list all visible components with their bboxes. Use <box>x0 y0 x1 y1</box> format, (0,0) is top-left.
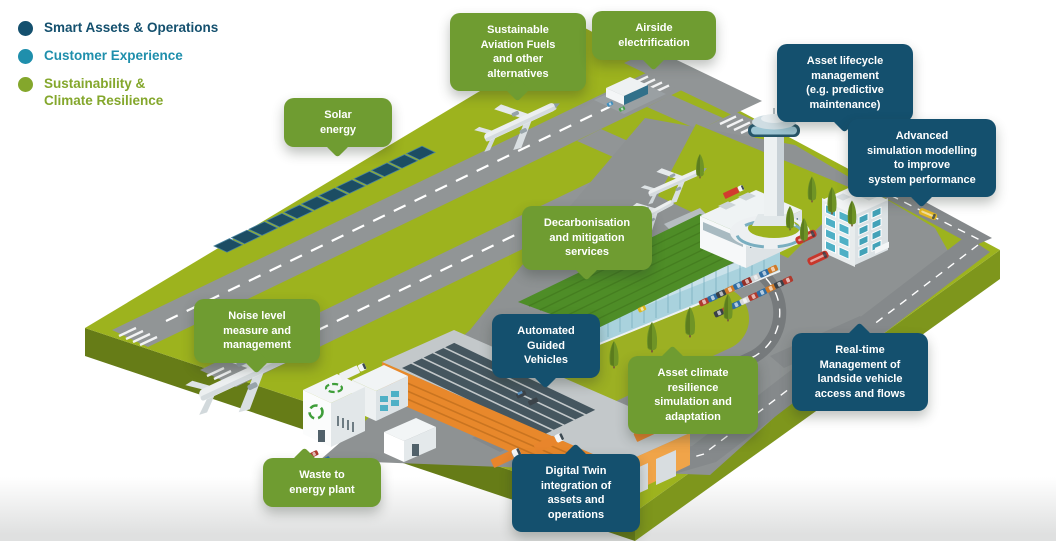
legend-label: Sustainability & Climate Resilience <box>44 75 164 108</box>
smart-assets-dot-icon <box>18 21 33 36</box>
automated-guided-vehicle-carts <box>515 390 539 406</box>
legend-label: Smart Assets & Operations <box>44 20 219 35</box>
callout-text: Sustainable Aviation Fuels and other alt… <box>480 24 556 80</box>
legend-item-customer-experience: Customer Experience <box>18 48 218 65</box>
callout-automated-guided-vehicles: Automated Guided Vehicles <box>492 314 600 389</box>
recycling-facility <box>303 365 408 447</box>
callout-realtime-landside: Real-time Management of landside vehicle… <box>792 322 928 412</box>
callout-text: Advanced simulation modelling to improve… <box>866 130 977 186</box>
legend: Smart Assets & Operations Customer Exper… <box>18 20 218 110</box>
callout-waste-to-energy: Waste to energy plant <box>263 447 381 508</box>
callout-solar-energy: Solar energy <box>284 98 392 158</box>
callout-text: Digital Twin integration of assets and o… <box>540 465 612 521</box>
airside-electrification-station <box>594 77 666 114</box>
legend-item-smart-assets: Smart Assets & Operations <box>18 20 218 37</box>
callout-text: Solar energy <box>319 109 357 136</box>
callout-text: Real-time Management of landside vehicle… <box>814 344 906 400</box>
callout-text: Waste to energy plant <box>289 469 355 496</box>
office-building <box>822 185 889 267</box>
callout-advanced-simulation: Advanced simulation modelling to improve… <box>848 119 996 208</box>
control-tower <box>722 108 810 249</box>
callout-text: Asset lifecycle management (e.g. predict… <box>806 55 884 111</box>
vehicles <box>309 207 938 473</box>
solar-panel-array <box>213 145 436 253</box>
runway-1 <box>112 72 684 347</box>
callout-noise-level: Noise level measure and management <box>194 299 320 374</box>
callout-decarbonisation: Decarbonisation and mitigation services <box>522 206 652 281</box>
callout-text: Noise level measure and management <box>223 310 291 352</box>
callout-sustainable-aviation-fuels: Sustainable Aviation Fuels and other alt… <box>450 13 586 102</box>
callout-airside-electrification: Airside electrification <box>592 11 716 71</box>
legend-label: Customer Experience <box>44 47 183 63</box>
callout-text: Automated Guided Vehicles <box>517 325 575 367</box>
customer-experience-dot-icon <box>18 48 33 64</box>
legend-item-sustainability: Sustainability & Climate Resilience <box>18 76 218 110</box>
callout-asset-climate-resilience: Asset climate resilience simulation and … <box>628 345 758 435</box>
callout-text: Asset climate resilience simulation and … <box>654 367 732 423</box>
callout-text: Airside electrification <box>618 22 690 49</box>
sustainability-dot-icon <box>18 76 33 92</box>
callout-text: Decarbonisation and mitigation services <box>543 217 631 259</box>
callout-digital-twin: Digital Twin integration of assets and o… <box>512 443 640 533</box>
callout-asset-lifecycle: Asset lifecycle management (e.g. predict… <box>777 44 913 133</box>
